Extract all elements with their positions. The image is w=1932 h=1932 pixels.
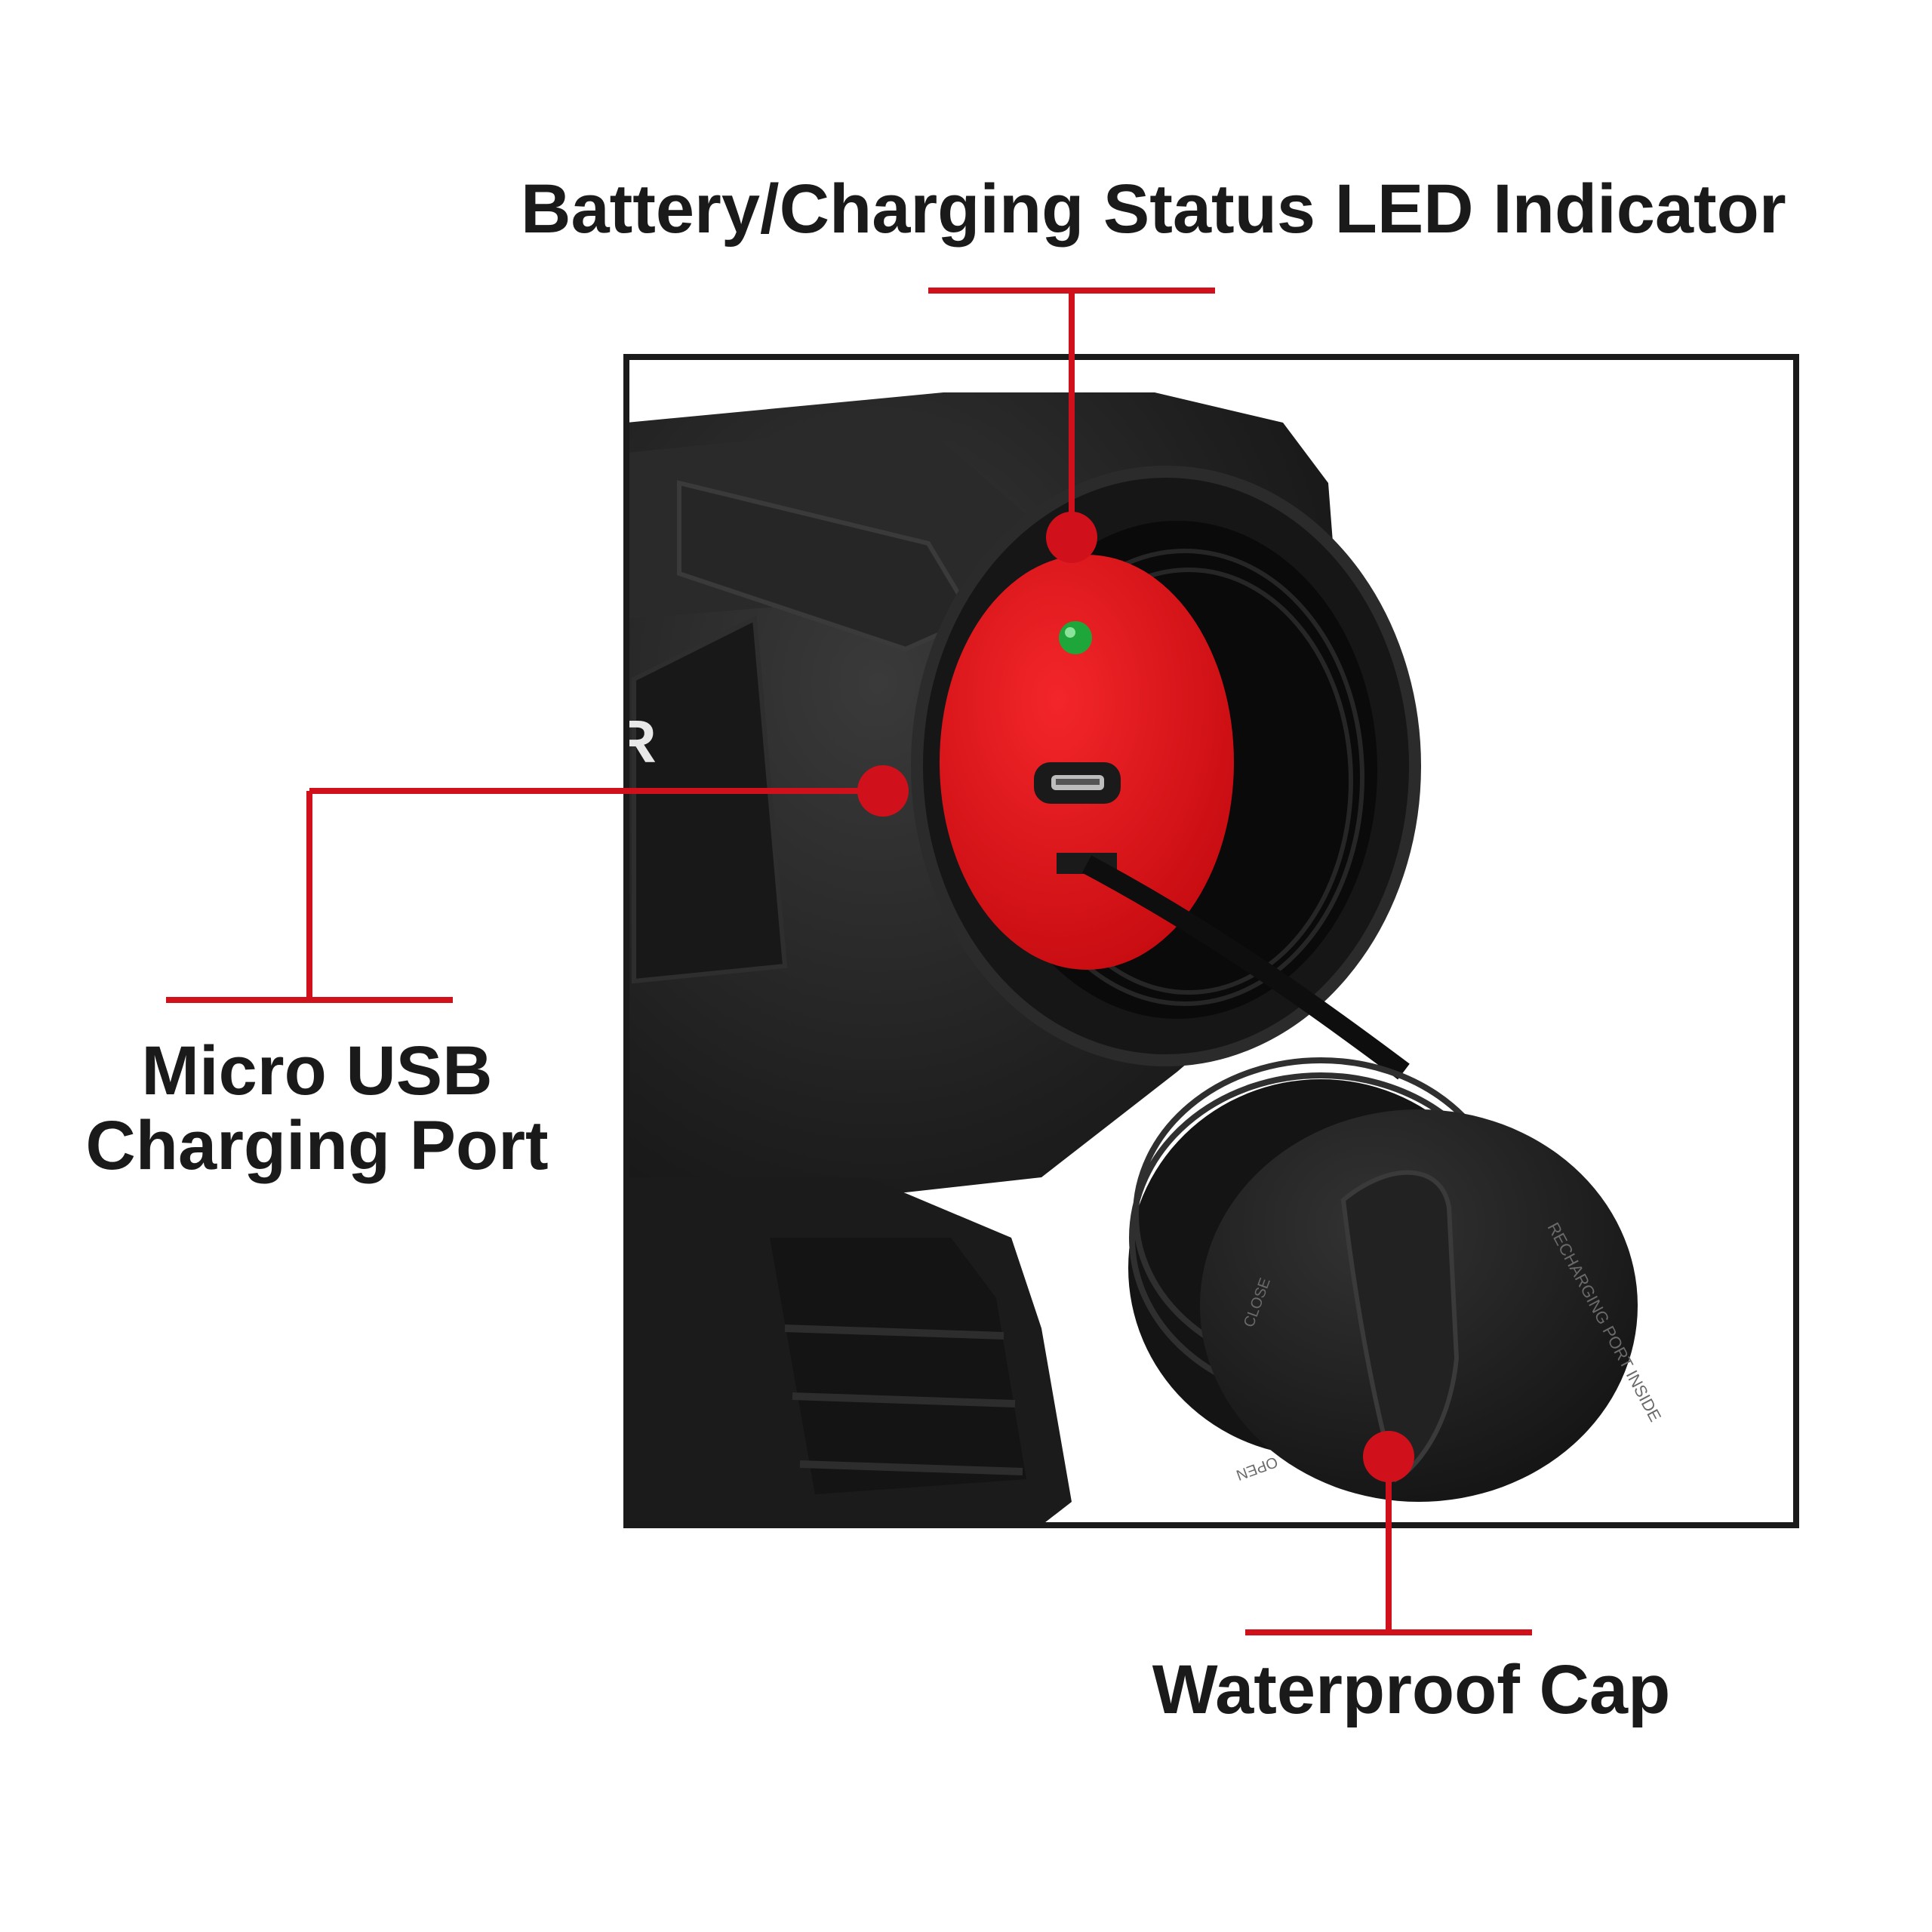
callout-usb-dot [857,765,909,817]
waterproof-cap-label: Waterproof Cap [1152,1651,1671,1728]
callout-usb-line [166,788,883,1003]
product-photo: R [613,357,1796,1525]
callout-cap-line [1245,1472,1532,1635]
callout-led-dot [1046,512,1097,563]
waterproof-cap: RECHARGING PORT INSIDE CLOSE OPEN [1128,1057,1665,1502]
svg-text:R: R [613,708,657,775]
micro-usb-label-line2: Charging Port [85,1107,549,1185]
tether-strap [1081,855,1410,1080]
led-indicator-label: Battery/Charging Status LED Indicator [521,171,1786,248]
micro-usb-label-line1: Micro USB [141,1032,493,1109]
callout-cap-dot [1363,1431,1414,1482]
micro-usb-port-label: Micro USB Charging Port [30,1032,604,1185]
micro-usb-port-icon [1034,762,1121,804]
photo-frame [623,354,1799,1528]
led-dot-icon [1059,621,1092,654]
callout-led-line [928,288,1215,536]
